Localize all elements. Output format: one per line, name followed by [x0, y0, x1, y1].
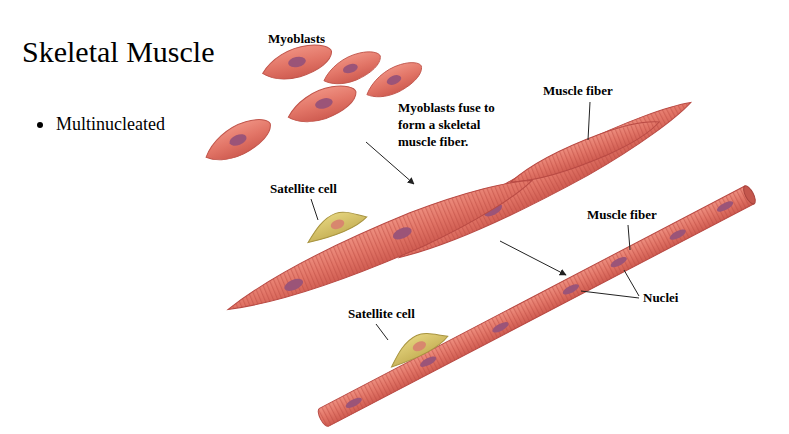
leader-line [624, 270, 639, 296]
fiber-body [221, 164, 539, 326]
part-label: Satellite cell [270, 180, 337, 197]
part-label: Myoblasts [268, 30, 325, 47]
myoblast [259, 41, 336, 85]
bullet-text: Multinucleated [56, 113, 165, 136]
myoblast-body [284, 81, 361, 128]
leader-line [588, 102, 590, 140]
part-label: Muscle fiber [587, 206, 657, 223]
myoblast [284, 81, 361, 128]
satellite-body [384, 324, 450, 369]
myoblast-body [199, 113, 277, 167]
nucleus [391, 225, 413, 242]
nucleus [228, 132, 248, 148]
satellite-cell [384, 324, 450, 369]
nucleus [344, 396, 363, 411]
myoblast-body [259, 41, 336, 85]
leader-line [311, 199, 318, 220]
process-arrow [500, 241, 566, 275]
nucleus [314, 96, 334, 110]
nucleus [411, 339, 427, 353]
leader-line [628, 225, 630, 250]
nucleus [491, 320, 510, 335]
myoblast [199, 113, 277, 167]
satellite-cell [302, 204, 369, 245]
fiber-end [741, 184, 757, 205]
leader-line [376, 324, 388, 340]
nucleus [287, 55, 307, 69]
myoblast-body [361, 57, 427, 103]
slide-title: Skeletal Muscle [22, 34, 214, 70]
part-label: Satellite cell [348, 305, 415, 322]
nucleus [419, 354, 438, 369]
bullet [37, 122, 43, 128]
nucleus [609, 255, 628, 270]
nucleus [561, 282, 580, 297]
nucleus [283, 276, 305, 293]
striations [316, 186, 754, 428]
part-label: Nuclei [643, 289, 678, 306]
leader-line [581, 291, 639, 298]
satellite-body [302, 204, 369, 245]
process-note: Myoblasts fuse to form a skeletal muscle… [398, 99, 516, 150]
muscle-fiber [316, 184, 758, 428]
myoblast [361, 57, 427, 103]
part-label: Muscle fiber [543, 82, 613, 99]
nucleus [668, 227, 687, 242]
fiber-body [316, 186, 754, 428]
nucleus [329, 218, 345, 231]
nucleus [385, 73, 402, 87]
fusing-fiber [221, 164, 539, 326]
striations [221, 164, 539, 326]
nucleus [342, 62, 359, 75]
nucleus [715, 199, 734, 214]
